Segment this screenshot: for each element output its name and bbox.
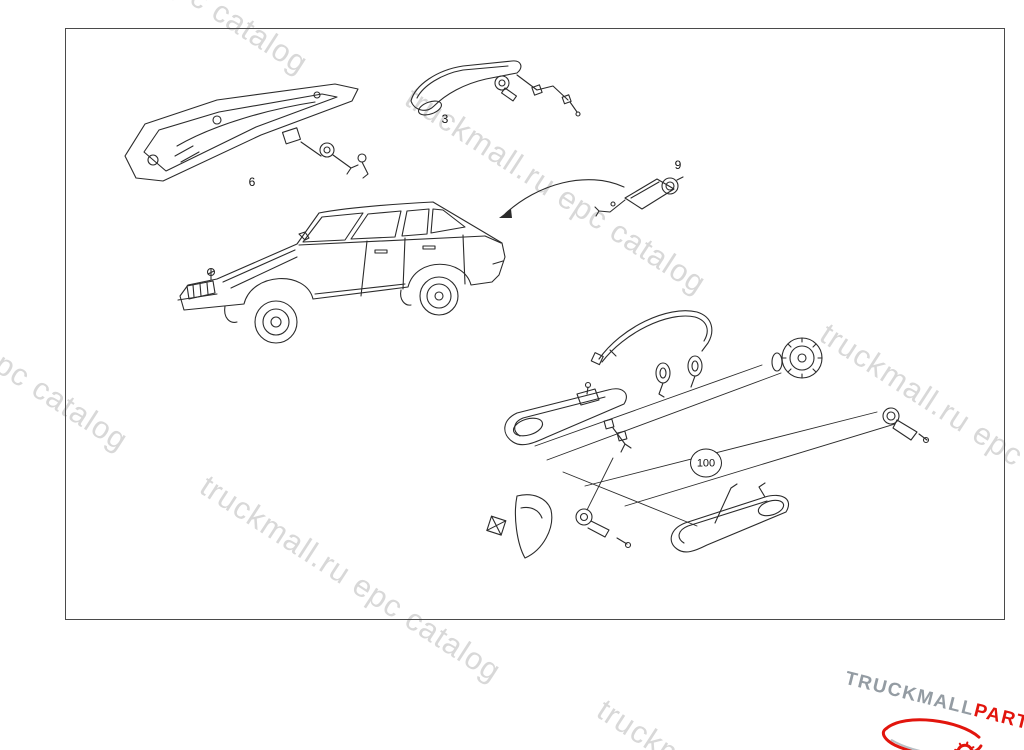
part-label-100: 100	[690, 448, 722, 478]
part-label-6: 6	[248, 175, 256, 189]
door-handle-assembly-6-drawing	[125, 84, 368, 181]
rear-handle-right-drawing	[671, 483, 788, 552]
pointer-arrow	[499, 180, 624, 218]
door-handle-assembly-3-drawing	[411, 61, 580, 118]
exploded-cluster-drawing	[535, 311, 929, 526]
part-label-3: 3	[441, 112, 449, 126]
rear-handle-left-drawing	[505, 383, 631, 453]
diagram-border	[65, 28, 1005, 620]
car-drawing	[178, 202, 505, 343]
lock-cylinder-9-drawing	[595, 177, 683, 216]
bottom-small-parts-drawing	[487, 495, 631, 558]
logo-swoosh-icon	[881, 718, 983, 750]
parts-diagram	[65, 28, 1003, 618]
part-label-9: 9	[674, 158, 682, 172]
